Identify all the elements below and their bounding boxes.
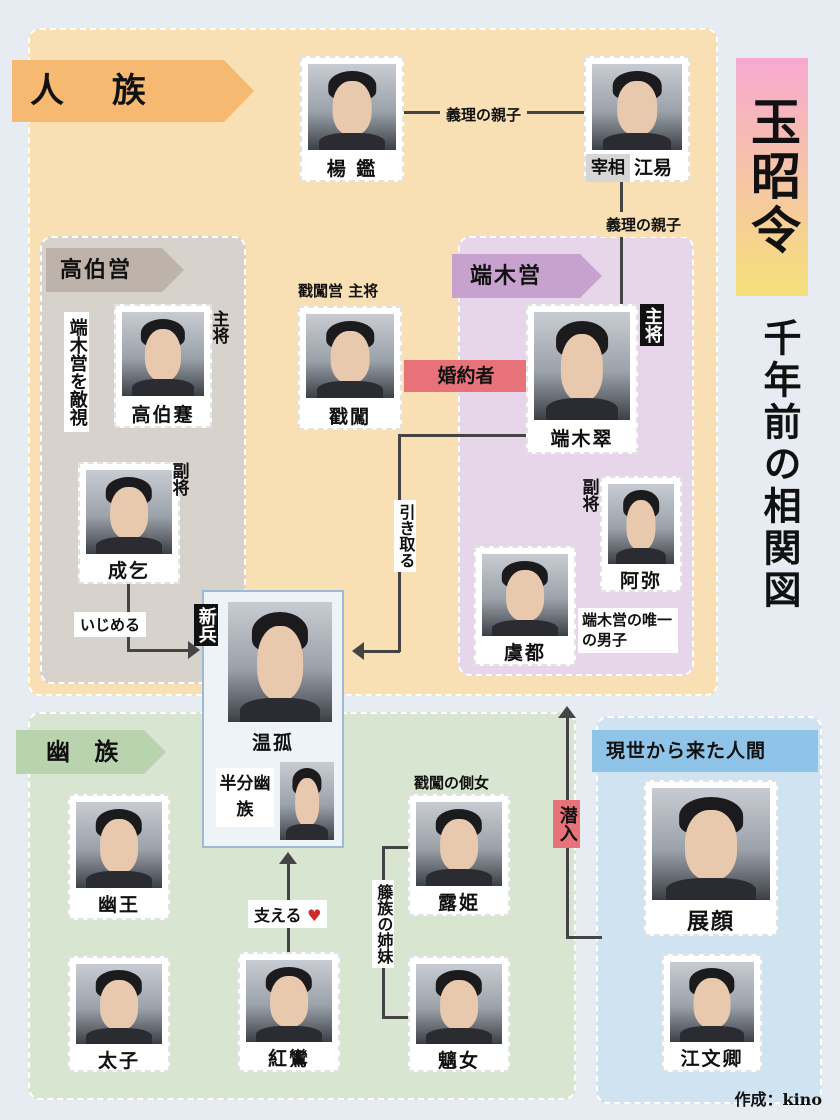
card-lu-ji[interactable]: 露姫 [408,794,510,916]
name-a-mi: 阿弥 [602,566,680,593]
role-recruit: 新兵 [194,604,218,646]
note-yudu: 端木営の唯一の男子 [578,608,678,653]
name-yang-jian: 楊 鑑 [302,154,402,181]
portrait-gao-boqian [122,312,204,396]
card-cheng-yi[interactable]: 成乞 [78,462,180,584]
group-label-yu: 幽 族 [16,730,144,774]
card-gao-boqian[interactable]: 高伯蹇 [114,304,212,428]
portrait-cheng-yi [86,470,172,554]
portrait-duanmu-cui [534,312,630,420]
portrait-wen-gu [228,602,332,722]
group-label-gao: 高伯営 [46,248,162,292]
role-jiang-yi: 宰相 [586,154,630,182]
role-gao: 主将 [208,310,228,344]
portrait-yu-du [482,554,568,636]
group-label-modern: 現世から来た人間 [592,730,818,772]
portrait-a-mi [608,484,674,564]
label-adoptive-2: 義理の親子 [600,212,687,237]
line-infiltrate-h [566,936,602,939]
portrait-hong-luan [246,960,332,1042]
chart-subtitle: 千年前の相関図 [752,318,807,612]
card-hong-luan[interactable]: 紅鸞 [238,952,340,1072]
name-jiang-yi: 江易 [634,154,672,182]
portrait-tai-zi [76,964,162,1044]
label-bully: いじめる [74,612,146,637]
portrait-jiang-yi [592,64,682,150]
label-support: 支える ♥ [248,900,327,928]
line-cheng-wengu-h [127,649,189,652]
line-duanmu-wengu-h [398,434,530,437]
card-wen-gu[interactable]: 温孤 半分幽族 [202,590,344,848]
name-yu-du: 虞都 [476,638,574,665]
card-duanmu-cui[interactable]: 端木翠 [526,304,638,454]
name-cheng-yi: 成乞 [80,556,178,583]
heart-icon: ♥ [307,906,321,925]
note-gao: 端木営を敵視 [64,312,89,432]
name-qi-chuang: 戳闖 [300,402,400,429]
portrait-jiang-wenqing [670,962,754,1042]
name-zhan-yan: 展顔 [646,904,776,936]
role-duanmu: 主将 [640,304,664,346]
portrait-lu-ji [416,802,502,886]
portrait-chi-nv [416,964,502,1044]
label-qi-concubine: 戳闖の側女 [414,772,489,793]
label-infiltrate: 潜入 [553,800,580,848]
name-hong-luan: 紅鸞 [240,1044,338,1071]
name-chi-nv: 魑女 [410,1046,508,1073]
name-tai-zi: 太子 [70,1046,168,1073]
group-label-duanmu: 端木営 [452,254,580,298]
line-jiang-duanmu [620,180,623,308]
name-jiang-wenqing: 江文卿 [664,1044,760,1071]
portrait-wen-gu-yu [280,762,334,840]
name-you-wang: 幽王 [70,890,168,917]
name-duanmu-cui: 端木翠 [528,424,636,451]
note-half-yu: 半分幽族 [216,768,274,827]
label-adoptive-1: 義理の親子 [440,102,527,127]
card-tai-zi[interactable]: 太子 [68,956,170,1072]
arrow-infiltrate [558,706,576,718]
label-take-in: 引き取る [394,500,416,572]
role-cheng: 副将 [168,462,188,496]
arrow-to-wengu-bottom [279,852,297,864]
portrait-you-wang [76,802,162,888]
group-label-human: 人 族 [12,60,224,122]
card-zhan-yan[interactable]: 展顔 [644,780,778,936]
name-lu-ji: 露姫 [410,888,508,915]
name-wen-gu: 温孤 [204,728,342,755]
label-sisters: 籐族の姉妹 [372,880,394,968]
label-engaged: 婚約者 [404,360,528,392]
name-gao-boqian: 高伯蹇 [116,400,210,427]
role-ami: 副将 [578,478,598,512]
card-chi-nv[interactable]: 魑女 [408,956,510,1072]
card-yu-du[interactable]: 虞都 [474,546,576,666]
portrait-zhan-yan [652,788,770,900]
chart-title: 玉昭令 [736,58,808,296]
card-you-wang[interactable]: 幽王 [68,794,170,920]
arrow-to-wengu-right [352,642,364,660]
card-a-mi[interactable]: 阿弥 [600,476,682,592]
card-jiang-yi[interactable]: 宰相 江易 [584,56,690,182]
label-qi-role: 戳闖営 主将 [298,280,378,301]
card-qi-chuang[interactable]: 戳闖 [298,306,402,430]
card-jiang-wenqing[interactable]: 江文卿 [662,954,762,1072]
portrait-qi-chuang [306,314,394,398]
credit: 作成：kino [735,1086,822,1110]
line-duanmu-wengu-end [364,650,400,653]
portrait-yang-jian [308,64,396,150]
card-yang-jian[interactable]: 楊 鑑 [300,56,404,182]
